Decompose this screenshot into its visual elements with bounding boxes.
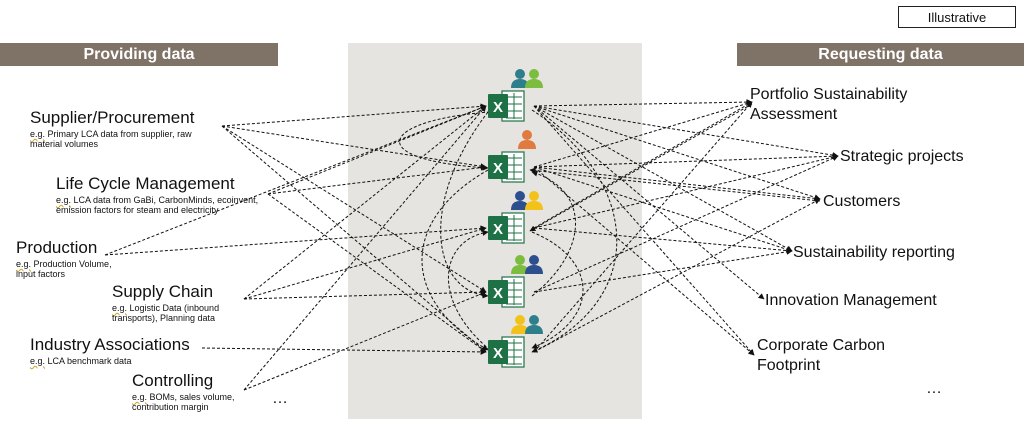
request-to-hub-arrow <box>529 167 821 202</box>
source-to-hub-arrow <box>267 105 487 195</box>
svg-text:X: X <box>493 160 503 177</box>
hub-loop-arrow <box>440 111 489 299</box>
source-to-hub-arrow <box>243 226 487 300</box>
source-to-hub-arrow <box>243 105 487 391</box>
source-to-hub-arrow <box>243 105 487 300</box>
source-to-hub-arrow <box>104 105 487 256</box>
svg-text:X: X <box>493 99 503 116</box>
hub-to-request-arrow <box>533 155 839 293</box>
hub-to-request-arrow <box>533 154 839 229</box>
source-to-hub-arrow <box>221 103 487 127</box>
illustrative-badge: Illustrative <box>898 6 1016 28</box>
svg-text:X: X <box>493 221 503 238</box>
hub-to-request-arrow <box>533 101 753 353</box>
hub-to-request-arrow <box>533 105 839 159</box>
source-desc: e.g. BOMs, sales volume, contribution ma… <box>132 392 235 412</box>
more-sources-ellipsis: … <box>272 390 288 407</box>
source-industry-associations: Industry Associations e.g. LCA benchmark… <box>30 336 190 366</box>
hub-loop-arrow <box>399 111 491 171</box>
source-to-hub-arrow <box>267 193 487 353</box>
source-to-hub-arrow <box>267 164 487 195</box>
excel-icon: X <box>488 90 525 122</box>
hub-to-request-arrow <box>533 166 821 202</box>
hub-to-request-arrow <box>533 227 793 254</box>
hub-to-request-arrow <box>533 99 753 107</box>
source-to-hub-arrow <box>243 291 487 391</box>
source-to-hub-arrow <box>221 125 487 353</box>
source-life-cycle-management: Life Cycle Management e.g. LCA data from… <box>56 175 258 215</box>
source-supply-chain: Supply Chain e.g. Logistic Data (inbound… <box>112 283 219 323</box>
request-to-hub-arrow <box>529 103 753 232</box>
source-production: Production e.g. Production Volume, input… <box>16 239 112 279</box>
source-to-hub-arrow <box>104 225 487 256</box>
request-portfolio-sustainability-assessment: Portfolio Sustainability Assessment <box>750 86 908 123</box>
hub-to-request-arrow <box>533 248 793 293</box>
hub-loop-arrow <box>531 231 584 349</box>
providing-data-header: Providing data <box>0 43 278 66</box>
hub-loop-arrow <box>448 229 491 351</box>
hub-to-request-arrow <box>533 100 753 168</box>
source-to-hub-arrow <box>221 125 487 170</box>
hub-loop-arrow <box>531 109 618 353</box>
excel-icon: X <box>488 151 525 183</box>
source-desc: e.g. Logistic Data (inbound transports),… <box>112 303 220 323</box>
requesting-data-header: Requesting data <box>737 43 1024 66</box>
source-to-hub-arrow <box>243 289 487 300</box>
source-controlling: Controlling e.g. BOMs, sales volume, con… <box>132 372 235 412</box>
users-icon <box>511 255 543 274</box>
users-icon <box>511 69 543 88</box>
hub-to-request-arrow <box>533 166 793 253</box>
source-supplier-procurement: Supplier/Procurement e.g. Primary LCA da… <box>30 109 194 149</box>
request-customers: Customers <box>823 193 901 210</box>
source-title: Life Cycle Management <box>56 174 235 193</box>
source-desc: e.g. LCA benchmark data <box>30 356 132 366</box>
hub-loop-arrow <box>421 169 489 351</box>
hub-to-request-arrow <box>533 105 821 201</box>
hub-to-request-arrow <box>533 105 765 300</box>
hub-to-request-arrow <box>533 166 755 356</box>
excel-icon: X <box>488 336 525 368</box>
source-title: Supply Chain <box>112 282 214 301</box>
users-icon <box>518 130 536 149</box>
svg-text:X: X <box>493 285 503 302</box>
request-sustainability-reporting: Sustainability reporting <box>793 244 955 261</box>
excel-icon: X <box>488 212 525 244</box>
source-desc: e.g. LCA data from GaBi, CarbonMinds, ec… <box>56 195 259 215</box>
source-title: Controlling <box>132 371 214 390</box>
hub-to-request-arrow <box>533 153 839 168</box>
users-icon <box>511 191 543 210</box>
excel-icon: X <box>488 276 525 308</box>
source-desc: e.g. Primary LCA data from supplier, raw… <box>30 129 192 149</box>
request-innovation-management: Innovation Management <box>765 292 937 309</box>
source-title: Industry Associations <box>30 335 190 354</box>
hub-loop-arrow <box>531 170 576 297</box>
hub-to-request-arrow <box>533 105 793 252</box>
more-requests-ellipsis: … <box>926 380 942 397</box>
source-title: Supplier/Procurement <box>30 108 195 127</box>
source-title: Production <box>16 238 98 257</box>
users-icon <box>511 315 543 334</box>
svg-text:X: X <box>493 345 503 362</box>
source-to-hub-arrow <box>221 125 487 293</box>
hub-to-request-arrow <box>533 105 755 356</box>
hub-to-request-arrow <box>533 101 753 229</box>
hub-to-request-arrow <box>533 198 821 353</box>
request-corporate-carbon-footprint: Corporate Carbon Footprint <box>757 337 886 374</box>
request-strategic-projects: Strategic projects <box>840 148 964 165</box>
source-desc: e.g. Production Volume, input factors <box>16 259 112 279</box>
